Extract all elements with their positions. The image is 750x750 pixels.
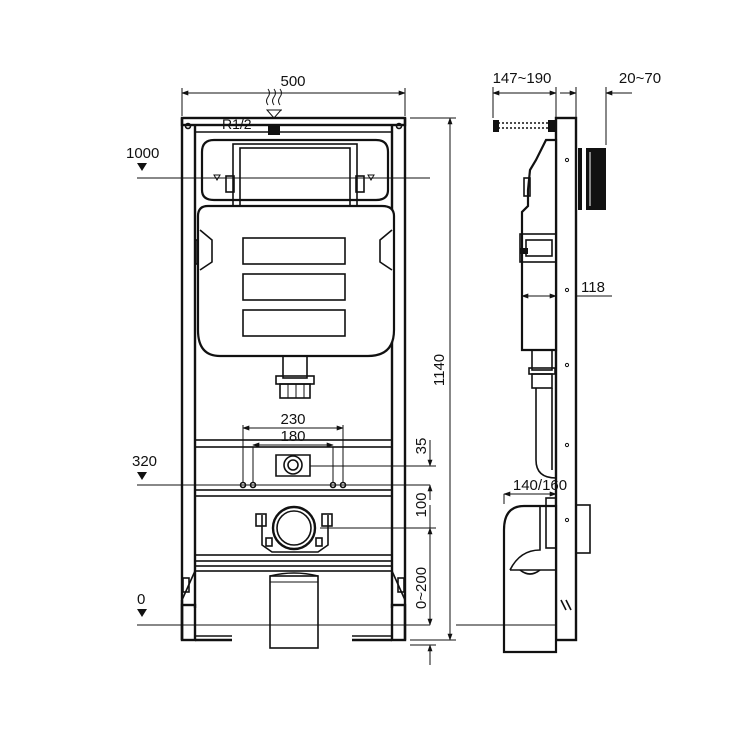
dimension-wall: 20~70 <box>560 70 661 145</box>
dimension-180: 180 <box>252 428 334 448</box>
spacing-180-label: 180 <box>280 428 305 445</box>
floor-adjust-label: 0~200 <box>413 567 430 609</box>
level-320: 320 <box>132 453 430 486</box>
level-0-label: 0 <box>137 591 145 608</box>
water-inlet-icon <box>265 88 283 135</box>
drain-bend <box>255 505 333 649</box>
inlet-label: R1/2 <box>222 116 252 132</box>
drain-label: 140/160 <box>513 477 567 494</box>
dimension-depth: 147~190 <box>492 70 557 118</box>
depth-label: 147~190 <box>493 70 552 87</box>
depth-118-label: 118 <box>581 279 605 296</box>
flush-plate <box>578 148 606 210</box>
side-cistern <box>519 138 558 479</box>
width-label: 500 <box>280 73 305 90</box>
level-1000-label: 1000 <box>126 145 159 162</box>
cistern <box>196 138 396 399</box>
dimension-width: 500 <box>181 73 406 116</box>
spacing-230-label: 230 <box>280 411 305 428</box>
dimension-floor: 0~200 <box>410 527 436 665</box>
dimension-230: 230 <box>242 411 344 431</box>
dimension-35: 35 <box>310 438 436 500</box>
wall-label: 20~70 <box>619 70 661 87</box>
offset-100-label: 100 <box>413 492 430 517</box>
level-0: 0 <box>137 591 430 626</box>
side-drain <box>502 497 591 654</box>
dimension-height: 1140 <box>410 117 456 641</box>
dimension-118: 118 <box>521 279 612 299</box>
dimension-100: 100 <box>320 492 436 529</box>
front-view: 500 R1/2 1000 320 0 230 180 <box>126 73 456 665</box>
level-320-label: 320 <box>132 453 157 470</box>
side-view: 147~190 20~70 118 140/160 <box>456 70 661 654</box>
offset-35-label: 35 <box>413 438 430 455</box>
level-1000: 1000 <box>126 145 430 179</box>
height-label: 1140 <box>431 354 448 386</box>
supply-hose <box>493 120 556 132</box>
dimension-drain: 140/160 <box>503 477 567 504</box>
side-frame <box>554 116 578 642</box>
